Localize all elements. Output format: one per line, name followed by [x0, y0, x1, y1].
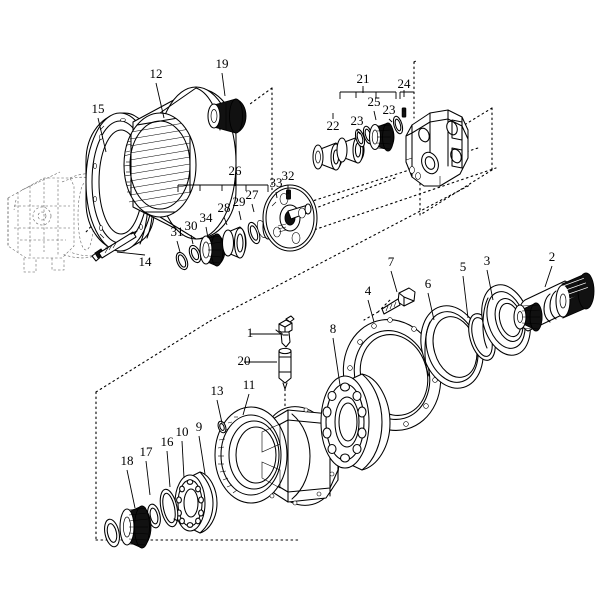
part-20-plug — [278, 347, 292, 425]
leader-line-17 — [145, 460, 151, 496]
leader-line-5 — [462, 275, 469, 319]
leader-line-15 — [97, 117, 107, 153]
leader-line-13 — [216, 399, 223, 424]
callout-label-5: 5 — [460, 259, 467, 274]
leader-line-28 — [223, 216, 228, 226]
leader-line-33 — [275, 191, 278, 199]
part-34-needle-bearing — [199, 233, 226, 267]
callout-label-30: 30 — [185, 218, 198, 233]
callout-label-32: 32 — [282, 168, 295, 183]
part-9-ball-bearing — [174, 471, 218, 534]
leader-line-11 — [242, 393, 250, 416]
callout-label-24: 24 — [398, 76, 412, 91]
callout-label-23: 23 — [351, 113, 364, 128]
callout-label-9: 9 — [196, 419, 203, 434]
callout-label-23b: 23 — [383, 102, 396, 117]
leader-line-9 — [198, 435, 206, 475]
part-13-pin — [217, 420, 227, 434]
callout-label-6: 6 — [425, 276, 432, 291]
callout-label-1: 1 — [247, 325, 254, 340]
leader-line-3 — [486, 269, 494, 301]
part-23-washer-a — [354, 128, 366, 148]
callout-label-17: 17 — [140, 444, 154, 459]
leader-line-10 — [181, 440, 185, 479]
callout-label-2: 2 — [549, 249, 556, 264]
callout-label-13: 13 — [211, 383, 224, 398]
callout-label-21: 21 — [357, 71, 370, 86]
leader-line-12 — [155, 82, 165, 119]
part-1-fitting — [275, 315, 295, 348]
callout-label-7: 7 — [388, 254, 395, 269]
part-7-hex-bolt — [363, 287, 416, 321]
part-2-output-shaft — [513, 272, 595, 332]
group-21-25-valve-assembly — [312, 86, 414, 171]
part-29-ring — [247, 220, 268, 245]
part-19-bushing — [207, 98, 247, 134]
leader-line-27 — [251, 203, 255, 213]
callout-label-31: 31 — [171, 224, 184, 239]
callout-label-3: 3 — [484, 253, 491, 268]
leader-line-16 — [166, 450, 171, 488]
part-23-washer-c — [392, 115, 404, 135]
callout-label-12: 12 — [150, 66, 163, 81]
callout-label-28: 28 — [218, 200, 231, 215]
part-14-long-bolt — [91, 230, 138, 262]
callout-label-18: 18 — [121, 453, 134, 468]
callout-leader-lines — [97, 72, 553, 509]
leader-line-23b — [388, 118, 393, 123]
callout-label-15: 15 — [92, 101, 105, 116]
part-11-hub-body — [214, 406, 340, 506]
part-12-spline-teeth — [124, 115, 191, 213]
callout-label-8: 8 — [330, 321, 337, 336]
part-12-rim-teeth — [125, 140, 134, 203]
valve-block-body — [405, 109, 469, 187]
part-8-balls — [322, 382, 367, 463]
leader-line-6 — [427, 292, 435, 321]
part-25-bearing — [368, 122, 395, 152]
leader-line-4 — [367, 299, 375, 323]
leader-line-2 — [544, 265, 553, 288]
callout-label-27: 27 — [246, 187, 260, 202]
leader-line-30 — [190, 234, 194, 245]
callout-label-26: 26 — [229, 163, 243, 178]
leader-line-7 — [390, 270, 398, 293]
callout-label-11: 11 — [243, 377, 256, 392]
callout-label-19: 19 — [216, 56, 229, 71]
callout-label-20: 20 — [238, 353, 251, 368]
part-28-spacer — [221, 226, 247, 259]
leader-line-23 — [356, 129, 361, 135]
part-17-coupling — [119, 505, 152, 549]
callout-label-14: 14 — [139, 254, 153, 269]
part-24-pin — [401, 107, 407, 118]
callout-label-33: 33 — [270, 175, 283, 190]
leader-line-8 — [332, 337, 341, 386]
callout-label-29: 29 — [233, 194, 246, 209]
leader-line-29 — [238, 210, 242, 221]
callout-label-25: 25 — [368, 94, 381, 109]
callout-label-22: 22 — [327, 118, 340, 133]
part-6-oil-seal — [420, 305, 484, 389]
callout-label-34: 34 — [200, 210, 214, 225]
callout-label-10: 10 — [176, 424, 189, 439]
part-31-washer — [175, 251, 189, 271]
leader-line-34 — [205, 226, 209, 239]
callout-label-16: 16 — [161, 434, 175, 449]
leader-line-25 — [373, 110, 377, 121]
leader-line-18 — [126, 469, 136, 509]
part-8-ball-bearing — [320, 373, 391, 471]
leader-line-19 — [221, 72, 226, 97]
leader-line-14 — [116, 251, 146, 256]
callout-label-4: 4 — [365, 283, 372, 298]
leader-line-31 — [176, 240, 181, 253]
part-33-carrier-plate — [262, 184, 318, 252]
part-32-pin — [286, 189, 291, 200]
part-18-washer — [104, 518, 120, 548]
part-10-snap-ring — [159, 488, 179, 528]
